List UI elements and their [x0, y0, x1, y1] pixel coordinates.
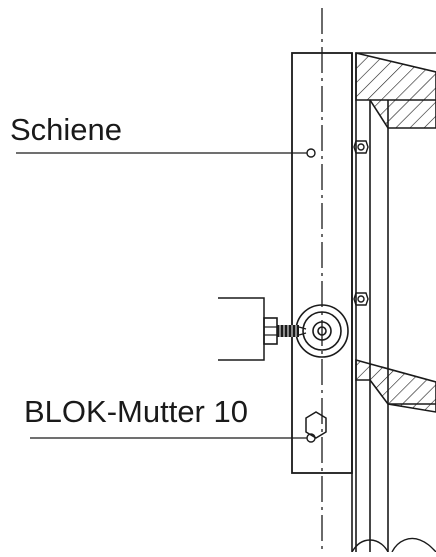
frame-bolt-lower: [353, 292, 369, 306]
rail-hole-upper: [306, 148, 316, 158]
rail-label: Schiene: [10, 112, 123, 147]
nut-label: BLOK-Mutter 10: [24, 394, 248, 429]
blok-nut: [305, 411, 327, 439]
frame-profile: [351, 52, 436, 552]
upper-wall-section: [355, 51, 436, 129]
lower-wall-section: [355, 358, 436, 413]
frame-bolt-upper: [353, 140, 369, 154]
mount-bracket: [218, 297, 265, 361]
bottom-curves: [351, 537, 436, 553]
threaded-rod: [263, 317, 307, 345]
